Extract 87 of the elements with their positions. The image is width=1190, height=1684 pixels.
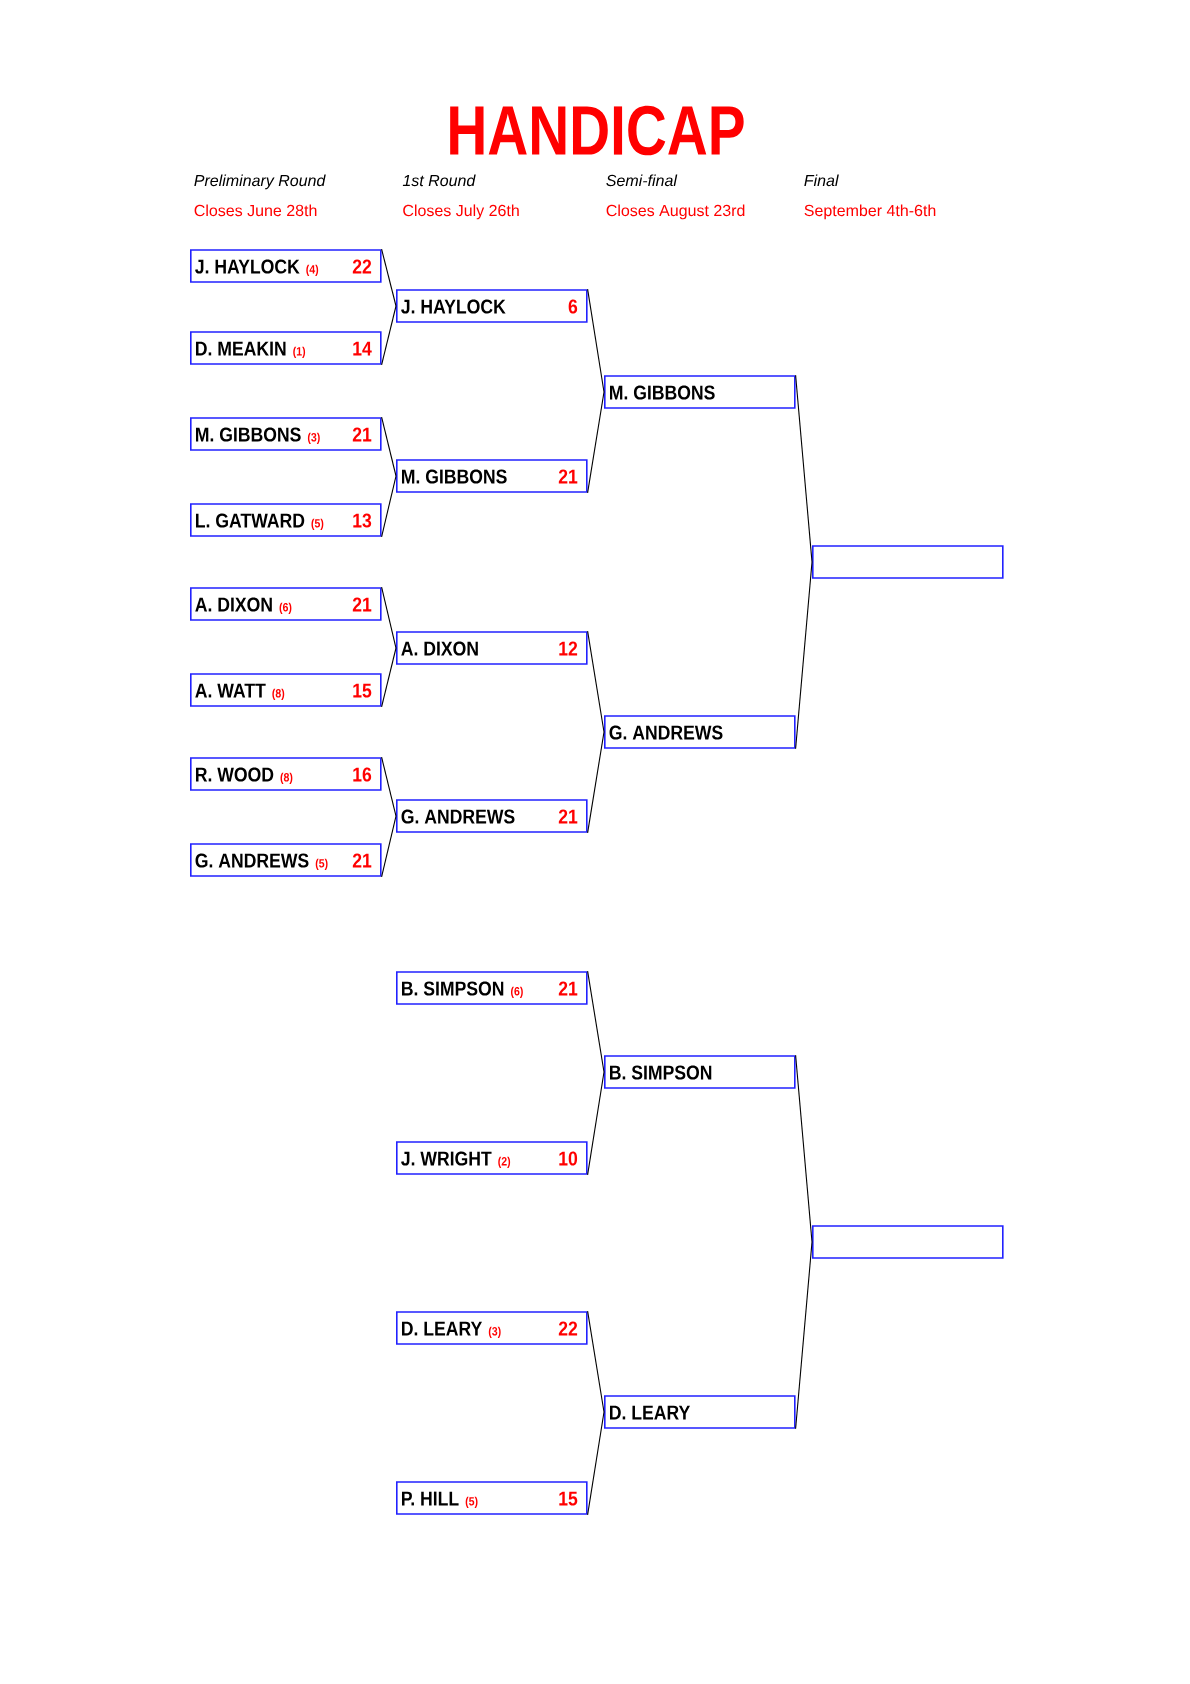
score: 22 xyxy=(558,1321,578,1336)
player-name: J. HAYLOCK xyxy=(195,259,300,274)
score: 21 xyxy=(352,853,372,868)
closing-date: September 4th-6th xyxy=(804,204,936,220)
closing-date: Closes August 23rd xyxy=(606,204,745,220)
score: 21 xyxy=(558,809,578,824)
closing-date: Closes June 28th xyxy=(194,204,317,217)
player-name: J. WRIGHT xyxy=(401,1151,492,1166)
entry-box xyxy=(190,587,382,621)
player-name: P. HILL xyxy=(402,1491,459,1506)
player-name: A. WATT xyxy=(195,683,266,698)
entry-box xyxy=(190,249,382,283)
player-name: J. HAYLOCK xyxy=(401,299,506,314)
result-box xyxy=(812,1225,1004,1259)
bracket-line xyxy=(795,1054,813,1243)
entry-box xyxy=(604,1055,796,1089)
bracket-line xyxy=(795,1241,813,1430)
entry-box xyxy=(190,673,382,707)
player-name: G. ANDREWS xyxy=(609,725,723,740)
score: 13 xyxy=(353,513,372,528)
bracket-line xyxy=(381,815,397,878)
bracket-line xyxy=(587,1071,605,1176)
score: 15 xyxy=(353,683,372,698)
player-name: A. DIXON xyxy=(195,597,272,612)
entry-box xyxy=(396,289,588,323)
score: 21 xyxy=(352,597,372,612)
bracket-line xyxy=(795,374,813,563)
round-heading: Final xyxy=(804,174,839,187)
bracket-line xyxy=(381,647,397,708)
bracket-line xyxy=(381,305,397,366)
bracket-line xyxy=(587,970,605,1073)
entry-box xyxy=(190,331,382,365)
score: 22 xyxy=(352,259,372,274)
player-name: M. GIBBONS xyxy=(402,469,507,484)
bracket-line xyxy=(587,391,605,494)
bracket-line xyxy=(587,288,605,393)
entry-box xyxy=(396,459,588,493)
score: 21 xyxy=(558,469,578,484)
player-name: D. LEARY xyxy=(402,1321,482,1336)
player-name: B. SIMPSON xyxy=(402,981,504,996)
player-name: G. ANDREWS xyxy=(401,809,515,824)
player-name: M. GIBBONS xyxy=(196,427,301,442)
player-name: M. GIBBONS xyxy=(610,385,715,400)
bracket-line xyxy=(381,475,397,538)
player-name: D. LEARY xyxy=(610,1405,690,1420)
entry-box xyxy=(190,503,382,537)
entry-box xyxy=(396,1311,588,1345)
score: 21 xyxy=(558,981,578,996)
entry-box xyxy=(396,631,588,665)
bracket-line xyxy=(587,630,605,733)
bracket-line xyxy=(587,1411,605,1516)
score: 21 xyxy=(352,427,372,442)
entry-box xyxy=(396,1481,588,1515)
bracket-line xyxy=(381,756,397,817)
entry-box xyxy=(190,417,382,451)
title: HANDICAP xyxy=(450,105,744,156)
bracket-line xyxy=(795,561,813,750)
score: 10 xyxy=(559,1151,578,1166)
round-heading: Semi-final xyxy=(606,174,678,187)
player-name: L. GATWARD xyxy=(196,513,305,528)
entry-box xyxy=(604,375,796,409)
bracket-line xyxy=(587,1310,605,1413)
entry-box xyxy=(396,1141,588,1175)
entry-box xyxy=(190,757,382,791)
bracket-line xyxy=(587,731,605,834)
player-name: B. SIMPSON xyxy=(610,1065,712,1080)
score: 15 xyxy=(559,1491,578,1506)
entry-box xyxy=(604,715,796,749)
player-name: G. ANDREWS xyxy=(195,853,309,868)
entry-box xyxy=(396,799,588,833)
result-box xyxy=(812,545,1004,579)
score: 6 xyxy=(568,299,578,314)
score: 14 xyxy=(353,341,372,356)
player-name: A. DIXON xyxy=(401,641,478,656)
round-heading: Preliminary Round xyxy=(194,174,326,190)
bracket-line xyxy=(381,248,397,307)
bracket-line xyxy=(381,586,397,649)
entry-box xyxy=(190,843,382,877)
closing-date: Closes July 26th xyxy=(403,204,519,220)
player-name: D. MEAKIN xyxy=(196,341,286,356)
bracket-line xyxy=(381,416,397,477)
entry-box xyxy=(396,971,588,1005)
round-heading: 1st Round xyxy=(402,174,476,187)
score: 12 xyxy=(559,641,578,656)
entry-box xyxy=(604,1395,796,1429)
player-name: R. WOOD xyxy=(196,767,274,782)
score: 16 xyxy=(353,767,372,782)
